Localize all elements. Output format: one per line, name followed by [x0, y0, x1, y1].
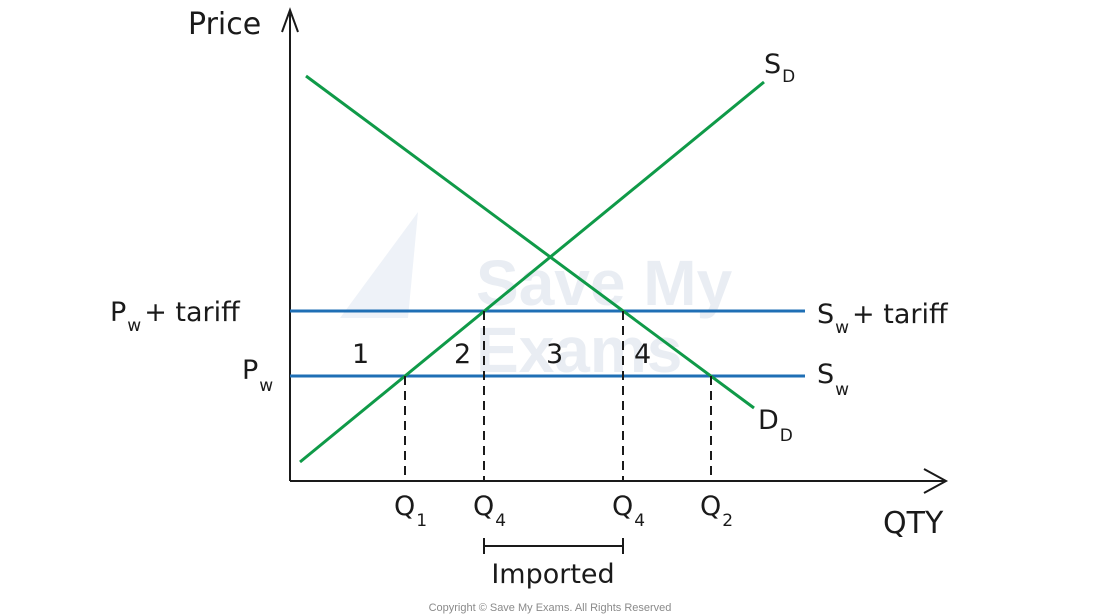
domestic-demand-line — [305, 74, 755, 410]
domestic-demand-label: DD — [758, 405, 793, 446]
q4-right-label: Q4 — [612, 491, 645, 531]
watermark: Save My Exams — [340, 212, 733, 386]
domestic-supply-line — [299, 80, 765, 464]
area-3-label: 3 — [546, 339, 563, 370]
tariff-price-label: Pw+ tariff — [110, 297, 241, 336]
imported-label: Imported — [491, 559, 614, 590]
axes — [281, 7, 949, 494]
quantity-guides — [404, 311, 712, 481]
area-4-label: 4 — [634, 339, 651, 370]
q1-label: Q1 — [394, 491, 427, 531]
domestic-supply-label: SD — [764, 49, 795, 87]
world-supply-tariff-label: Sw+ tariff — [817, 299, 949, 338]
y-axis-label: Price — [188, 7, 261, 42]
x-axis-label: QTY — [883, 506, 944, 541]
y-axis-arrow — [281, 7, 299, 33]
q4-left-label: Q4 — [473, 491, 506, 531]
area-1-label: 1 — [352, 339, 369, 370]
watermark-line-1: Save My — [476, 247, 733, 319]
area-2-label: 2 — [454, 339, 471, 370]
copyright-notice: Copyright © Save My Exams. All Rights Re… — [429, 602, 672, 614]
world-price-label: Pw — [242, 355, 273, 396]
watermark-line-2: Exams — [476, 314, 682, 386]
world-supply-label: Sw — [817, 359, 849, 400]
q2-label: Q2 — [700, 491, 733, 531]
x-axis-arrow — [923, 468, 949, 494]
imported-bracket — [483, 538, 624, 554]
